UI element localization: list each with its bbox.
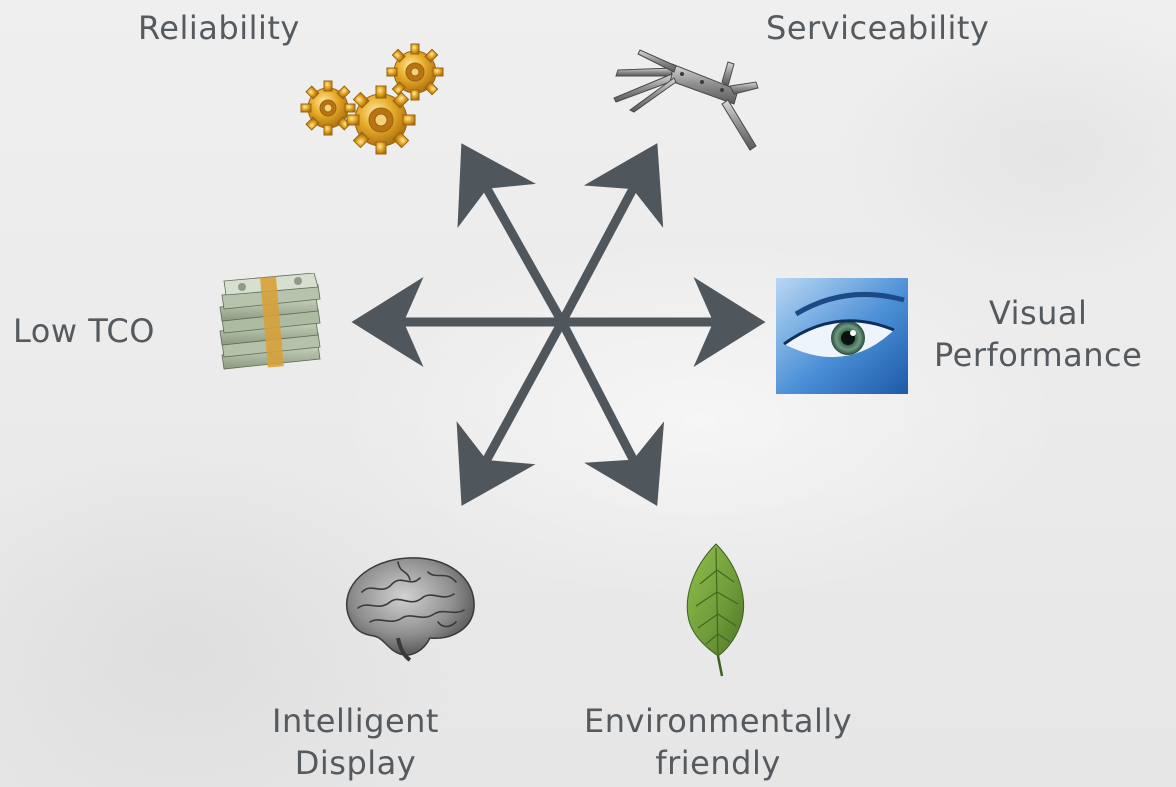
label-environment-line2: friendly [655, 744, 781, 782]
multitool-icon [613, 49, 759, 151]
label-serviceability-text: Serviceability [766, 9, 990, 47]
gears-icon [300, 43, 444, 155]
arrow-serviceability [558, 143, 664, 325]
eye-icon [776, 278, 908, 394]
label-intelligent-line1: Intelligent [272, 702, 439, 740]
label-visual-line2: Performance [934, 336, 1143, 374]
label-visual-performance: Visual Performance [934, 292, 1142, 376]
arrow-environmentally-friendly [558, 319, 665, 506]
label-visual-line1: Visual [988, 294, 1088, 332]
label-low-tco-text: Low TCO [13, 312, 155, 350]
label-intelligent-display: Intelligent Display [272, 700, 439, 784]
label-low-tco: Low TCO [13, 310, 155, 352]
money-stack-icon [219, 273, 321, 370]
label-serviceability: Serviceability [766, 7, 989, 49]
arrow-intelligent-display [456, 319, 566, 506]
label-reliability-text: Reliability [138, 9, 300, 47]
label-environment-line1: Environmentally [584, 702, 853, 740]
arrow-reliability [457, 143, 566, 325]
leaf-icon [686, 543, 744, 677]
label-environmentally-friendly: Environmentally friendly [584, 700, 852, 784]
label-reliability: Reliability [138, 7, 300, 49]
brain-icon [345, 557, 475, 662]
label-intelligent-line2: Display [294, 744, 417, 782]
